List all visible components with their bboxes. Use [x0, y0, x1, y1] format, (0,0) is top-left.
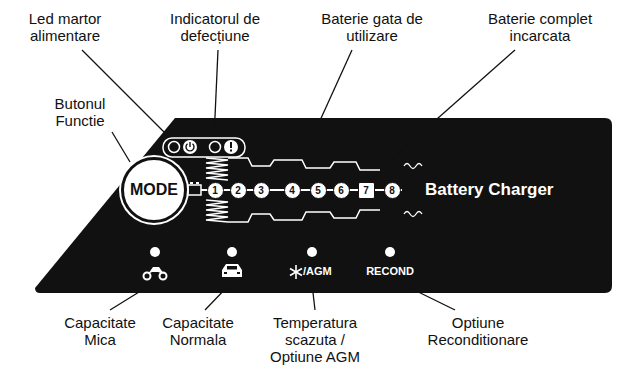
- car-icon: [227, 266, 237, 270]
- power-icon: [183, 140, 197, 154]
- callout-label: Optiune Reconditionare: [421, 314, 536, 348]
- car-icon: [237, 272, 240, 274]
- car-icon: [224, 272, 227, 274]
- callout-label: Butonul Functie: [43, 95, 118, 129]
- stage-number: 1: [212, 185, 218, 196]
- button-label: MODE: [130, 181, 178, 199]
- battery-icon: [190, 182, 193, 184]
- power-symbol: [189, 142, 190, 147]
- callout-label: Led martor alimentare: [15, 10, 115, 44]
- panel-title: Battery Charger: [425, 180, 554, 200]
- fault-symbol: [230, 142, 232, 148]
- stage-number: 2: [235, 185, 241, 196]
- stage-indicator: 8: [384, 182, 401, 199]
- panel-outline: [35, 118, 612, 293]
- stage-indicator: 1: [207, 182, 224, 199]
- fault-symbol: [230, 150, 232, 152]
- battery-icon: [188, 185, 201, 195]
- stage-number: 3: [258, 185, 264, 196]
- stage-number: 8: [389, 185, 395, 196]
- stage-number: 5: [315, 185, 321, 196]
- mode-led: [150, 247, 160, 257]
- stage-number: 6: [338, 185, 344, 196]
- stage-indicator: 7: [358, 182, 375, 199]
- stage-indicator: 4: [284, 182, 301, 199]
- stage-indicator: 5: [310, 182, 327, 199]
- stage-indicator: 3: [253, 182, 270, 199]
- callout-label: Baterie complet incarcata: [478, 10, 603, 44]
- stage-number: 4: [289, 185, 295, 196]
- mode-button: MODE: [121, 157, 187, 223]
- mode-led: [227, 247, 237, 257]
- panel-label: RECOND: [366, 265, 414, 278]
- leader-line: [112, 132, 130, 162]
- stage-indicator: 2: [230, 182, 247, 199]
- callout-label: Baterie gata de utilizare: [307, 10, 437, 44]
- car-icon: [222, 264, 242, 277]
- stage-indicator: 6: [333, 182, 350, 199]
- callout-label: Indicatorul de defecțiune: [155, 10, 275, 44]
- fault-icon: [224, 140, 238, 154]
- callout-label: Capacitate Mica: [58, 314, 143, 348]
- mode-led: [307, 247, 317, 257]
- mode-led: [385, 247, 395, 257]
- panel-label: /AGM: [303, 265, 332, 278]
- stage-number: 7: [363, 185, 369, 196]
- callout-label: Temperatura scazuta / Optiune AGM: [263, 314, 368, 365]
- battery-icon: [196, 182, 199, 184]
- callout-label: Capacitate Normala: [156, 314, 241, 348]
